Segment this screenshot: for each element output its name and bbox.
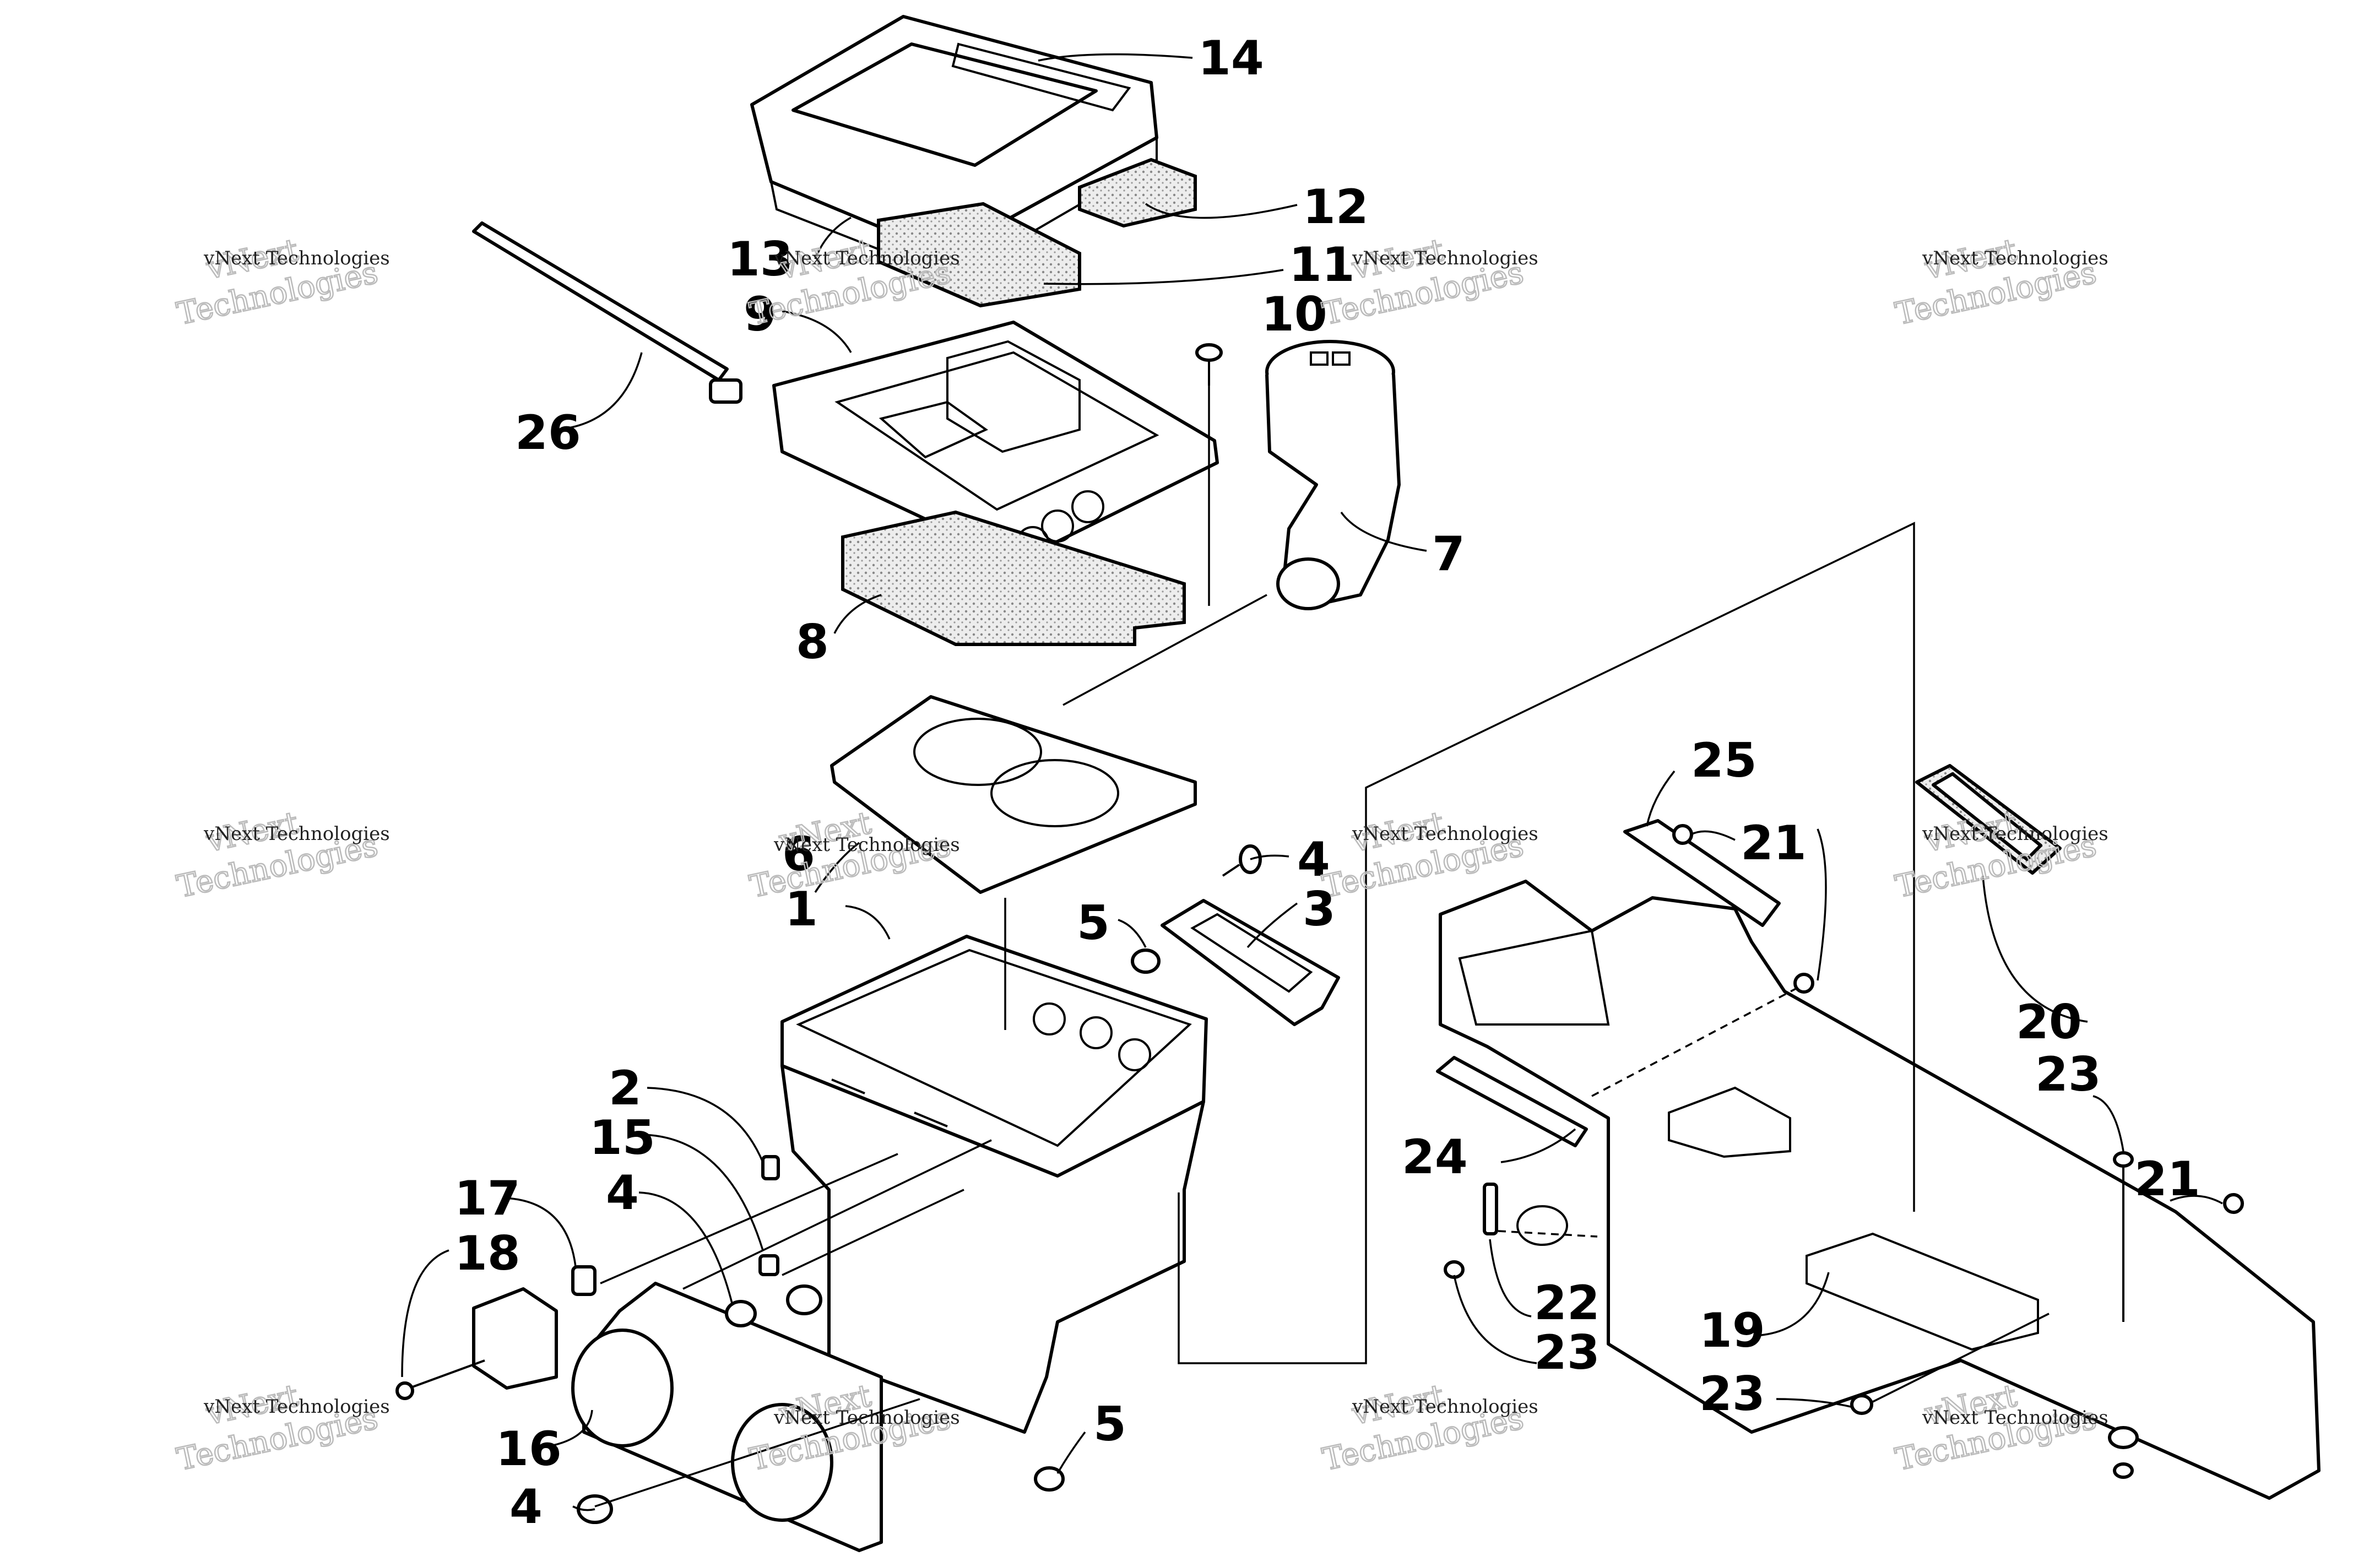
- svg-text:vNext Technologies: vNext Technologies: [1922, 823, 2108, 845]
- callout-4-upper: 4: [1297, 832, 1330, 887]
- part-21-nut-mid[interactable]: [1793, 973, 1814, 994]
- part-23-bolt-upright[interactable]: [2108, 1151, 2139, 1479]
- svg-text:vNext Technologies: vNext Technologies: [1922, 1407, 2108, 1429]
- callout-labels: 14 12 13 11 9 10 26 7 8 6 4 1 5 3 2 15 1…: [454, 31, 2200, 1535]
- part-11-foam[interactable]: [877, 202, 1081, 308]
- callout-20: 20: [2016, 995, 2082, 1050]
- callout-23-lower: 23: [1699, 1367, 1765, 1422]
- svg-text:vNext Technologies: vNext Technologies: [203, 247, 390, 269]
- part-23-bolt-lower[interactable]: [1850, 1394, 1873, 1415]
- part-2-spacer[interactable]: [761, 1155, 780, 1180]
- callout-6: 6: [782, 827, 815, 882]
- callout-19: 19: [1699, 1303, 1765, 1358]
- part-22-bracket[interactable]: [1483, 1183, 1568, 1246]
- callout-21-right: 21: [2134, 1152, 2200, 1207]
- part-10-screw[interactable]: [1195, 343, 1223, 386]
- guide-lines: [594, 386, 2050, 1508]
- callout-22: 22: [1534, 1276, 1600, 1331]
- part-6-gasket-plate[interactable]: [830, 695, 1197, 894]
- callout-5-upper: 5: [1077, 896, 1110, 951]
- callout-16: 16: [496, 1422, 562, 1477]
- part-17-sleeve[interactable]: [571, 1265, 597, 1296]
- part-16-silencer[interactable]: [571, 1282, 883, 1552]
- callout-21-top: 21: [1741, 816, 1807, 871]
- part-9-tray[interactable]: [772, 321, 1219, 563]
- callout-leaders: [401, 53, 2223, 1511]
- part-20-gasket-inner: [1932, 772, 2042, 861]
- callout-26: 26: [515, 405, 581, 460]
- callout-23-right: 23: [2035, 1047, 2101, 1102]
- part-18-bolt[interactable]: [395, 1287, 558, 1400]
- callout-15: 15: [589, 1110, 655, 1165]
- part-21-nut-right[interactable]: [2223, 1193, 2244, 1214]
- callout-3: 3: [1303, 882, 1336, 937]
- part-15-clip[interactable]: [758, 1254, 779, 1276]
- callout-13: 13: [727, 232, 793, 287]
- part-5-grommet-lower[interactable]: [1034, 1466, 1065, 1492]
- svg-text:vNext Technologies: vNext Technologies: [773, 834, 960, 856]
- part-4-fastener-mid[interactable]: [725, 1300, 757, 1327]
- part-5-grommet-upper[interactable]: [1131, 948, 1161, 974]
- callout-4-mid: 4: [606, 1165, 639, 1221]
- callout-5-lower: 5: [1093, 1397, 1126, 1452]
- svg-text:vNext Technologies: vNext Technologies: [1352, 1396, 1538, 1418]
- part-7-intake-elbow[interactable]: [1265, 340, 1401, 610]
- svg-text:vNext Technologies: vNext Technologies: [1922, 247, 2108, 269]
- part-1-airbox[interactable]: [780, 935, 1208, 1434]
- callout-14: 14: [1198, 31, 1264, 86]
- callout-17: 17: [454, 1171, 521, 1226]
- part-8-foam[interactable]: [841, 510, 1186, 646]
- part-12-foam[interactable]: [1078, 158, 1197, 228]
- part-23-bolt-left[interactable]: [1444, 1260, 1465, 1279]
- callout-7: 7: [1432, 527, 1465, 582]
- callout-12: 12: [1303, 180, 1369, 235]
- part-21-nut-top[interactable]: [1672, 824, 1693, 845]
- svg-text:vNext Technologies: vNext Technologies: [1352, 247, 1538, 269]
- svg-text:vNext Technologies: vNext Technologies: [773, 1407, 960, 1429]
- callout-8: 8: [796, 615, 829, 670]
- part-26-cable-tie[interactable]: [472, 221, 742, 404]
- part-24-bracket[interactable]: [1436, 1056, 1588, 1147]
- part-14-lid[interactable]: [750, 15, 1158, 260]
- part-4-bolt-upper[interactable]: [1222, 844, 1262, 877]
- svg-text:vNext Technologies: vNext Technologies: [203, 823, 390, 845]
- callout-24: 24: [1402, 1130, 1468, 1185]
- callout-11: 11: [1289, 237, 1355, 292]
- part-19-duct[interactable]: [1439, 880, 2321, 1500]
- svg-text:vNext Technologies: vNext Technologies: [1352, 823, 1538, 845]
- callout-23-left: 23: [1534, 1325, 1600, 1380]
- callout-18: 18: [454, 1226, 521, 1281]
- svg-text:vNext Technologies: vNext Technologies: [773, 247, 960, 269]
- callout-1: 1: [785, 882, 818, 937]
- callout-9: 9: [744, 287, 777, 342]
- callout-2: 2: [609, 1061, 642, 1116]
- callout-10: 10: [1261, 287, 1327, 342]
- callout-25: 25: [1691, 733, 1757, 788]
- callout-4-lower: 4: [509, 1479, 543, 1535]
- part-3-screen[interactable]: [1161, 899, 1340, 1026]
- svg-text:vNext Technologies: vNext Technologies: [203, 1396, 390, 1418]
